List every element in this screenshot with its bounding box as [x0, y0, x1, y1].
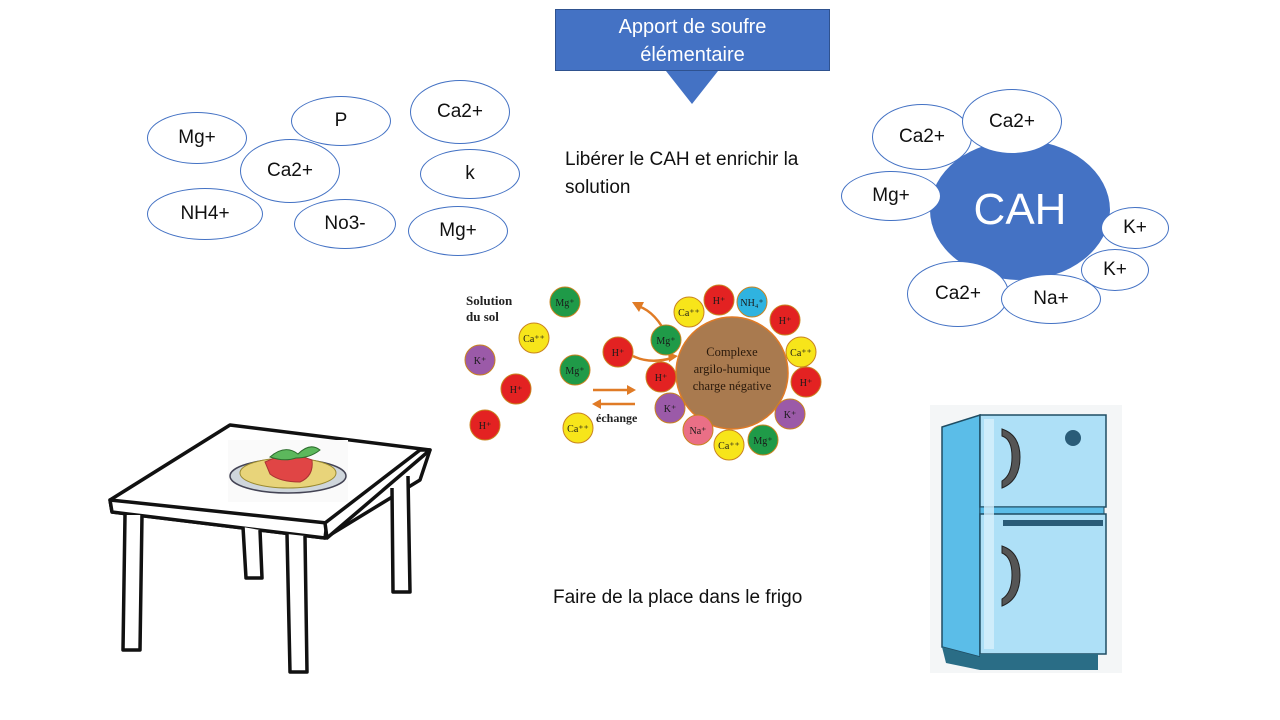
free-ion: Ca2+: [410, 80, 510, 144]
solution-ion: Mg⁺: [559, 354, 591, 386]
bound-ion: Mg+: [841, 171, 941, 221]
bound-ion: Na+: [1001, 274, 1101, 324]
solution-ion: K⁺: [464, 344, 496, 376]
ring-ion: Na⁺: [682, 414, 714, 446]
ring-ion: NH₄⁺: [736, 286, 768, 318]
liberate-note: Libérer le CAH et enrichir la solution: [565, 149, 799, 198]
fridge-side: [941, 413, 981, 658]
door-gap: [979, 506, 1105, 515]
table-leg: [121, 514, 144, 652]
ring-ion: H⁺: [769, 304, 801, 336]
ring-ion: Ca⁺⁺: [673, 296, 705, 328]
ring-ion: Mg⁺: [650, 324, 682, 356]
fridge-door: [979, 513, 1107, 655]
freezer-door: [979, 414, 1107, 508]
fridge-shelf-line: [1003, 520, 1103, 526]
cah-complex: CAH: [930, 140, 1110, 280]
ring-ion: H⁺: [790, 366, 822, 398]
ring-ion: Ca⁺⁺: [785, 336, 817, 368]
svg-text:Ca⁺⁺: Ca⁺⁺: [790, 348, 812, 359]
free-ion: NH4+: [147, 188, 263, 240]
svg-text:K⁺: K⁺: [784, 410, 797, 421]
svg-text:K⁺: K⁺: [474, 356, 487, 367]
svg-text:Mg⁺: Mg⁺: [656, 336, 675, 347]
exchange-arrows-icon: [592, 385, 636, 409]
svg-text:K⁺: K⁺: [664, 404, 677, 415]
ring-ion: Mg⁺: [747, 424, 779, 456]
bound-ion: Ca2+: [907, 261, 1009, 327]
bound-ion: Ca2+: [962, 89, 1062, 154]
bound-ion: K+: [1101, 207, 1169, 249]
exchange-label: échange: [596, 411, 638, 425]
title-line-1: Apport de soufre: [618, 16, 767, 38]
svg-text:Ca⁺⁺: Ca⁺⁺: [678, 308, 700, 319]
svg-text:Mg⁺: Mg⁺: [753, 436, 772, 447]
svg-text:H⁺: H⁺: [479, 421, 492, 432]
solution-label-1: Solution: [466, 293, 513, 308]
solution-label-2: du sol: [466, 309, 499, 324]
cation-exchange-figure: Solution du sol échange Complexe argilo-…: [464, 284, 822, 461]
free-ion: No3-: [294, 199, 396, 249]
table-leg: [390, 475, 412, 594]
spaghetti-plate-icon: [228, 440, 348, 502]
fridge-base: [980, 654, 1098, 670]
adsorb-arrow-icon: [632, 354, 673, 362]
ring-ion: K⁺: [654, 392, 686, 424]
svg-text:H⁺: H⁺: [612, 348, 625, 359]
solution-ion: Ca⁺⁺: [562, 412, 594, 444]
table-leg: [241, 526, 264, 580]
free-ion: P: [291, 96, 391, 146]
svg-text:H⁺: H⁺: [800, 378, 813, 389]
title-box: Apport de soufre élémentaire: [555, 9, 830, 71]
ring-ion: K⁺: [774, 398, 806, 430]
fridge-handle-icon: [1001, 545, 1021, 607]
free-ion: Mg+: [147, 112, 247, 164]
solution-ion: Ca⁺⁺: [518, 322, 550, 354]
solution-ion: H⁺: [602, 336, 634, 368]
fridge-note: Faire de la place dans le frigo: [553, 587, 803, 608]
down-arrow-icon: [666, 71, 718, 104]
svg-text:H⁺: H⁺: [510, 385, 523, 396]
svg-text:H⁺: H⁺: [779, 316, 792, 327]
ring-ion: H⁺: [703, 284, 735, 316]
fridge-illustration: [930, 405, 1122, 673]
ring-ion: H⁺: [645, 361, 677, 393]
release-arrowhead-icon: [632, 302, 644, 312]
svg-text:Ca⁺⁺: Ca⁺⁺: [567, 424, 589, 435]
svg-text:Mg⁺: Mg⁺: [565, 366, 584, 377]
svg-text:H⁺: H⁺: [713, 296, 726, 307]
solution-ion: H⁺: [469, 409, 501, 441]
fridge-dial-icon: [1065, 430, 1081, 446]
complex-text-2: argilo-humique: [694, 362, 771, 376]
svg-text:NH₄⁺: NH₄⁺: [740, 298, 763, 309]
complex-text-3: charge négative: [693, 379, 772, 393]
table-illustration: [108, 423, 432, 674]
bound-ion: Ca2+: [872, 104, 972, 170]
table-edge: [108, 498, 329, 540]
freezer-handle-icon: [1001, 428, 1021, 489]
complex-text-1: Complexe: [706, 345, 758, 359]
ring-ion: Ca⁺⁺: [713, 429, 745, 461]
free-ion: k: [420, 149, 520, 199]
svg-text:Ca⁺⁺: Ca⁺⁺: [523, 334, 545, 345]
svg-text:Na⁺: Na⁺: [690, 426, 707, 437]
free-ion: Mg+: [408, 206, 508, 256]
svg-text:Mg⁺: Mg⁺: [555, 298, 574, 309]
title-line-2: élémentaire: [640, 44, 745, 66]
svg-text:H⁺: H⁺: [655, 373, 668, 384]
svg-text:Ca⁺⁺: Ca⁺⁺: [718, 441, 740, 452]
free-ion: Ca2+: [240, 139, 340, 203]
solution-ion: H⁺: [500, 373, 532, 405]
complex-circle: [675, 316, 789, 430]
table-leg: [285, 533, 309, 674]
solution-ion: Mg⁺: [549, 286, 581, 318]
fridge-base-side: [942, 647, 980, 670]
